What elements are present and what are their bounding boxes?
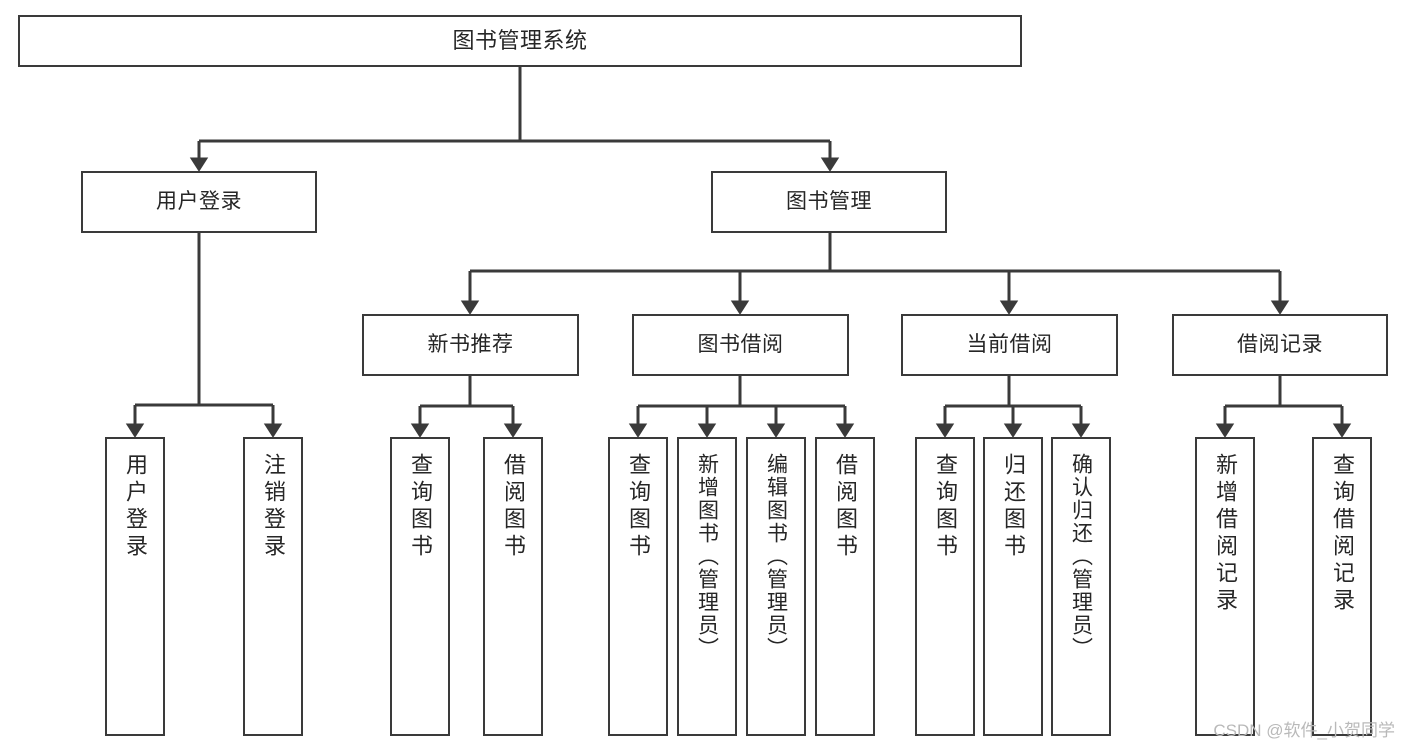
user-login-to-leaves-connectors [125,233,283,438]
node-label: 查询图书 [933,453,958,561]
node-leaf-query-borrow-record[interactable]: 查询借阅记录 [1312,437,1372,736]
node-root-book-management-system[interactable]: 图书管理系统 [18,15,1022,67]
current-borrow-to-leaves-connectors [935,376,1091,438]
node-label: 新增图书（管理员） [695,453,719,660]
book-borrow-to-leaves-connectors [628,376,855,438]
node-leaf-add-book-admin[interactable]: 新增图书（管理员） [677,437,737,736]
borrow-record-to-leaves-connectors [1215,376,1352,438]
node-label: 注销登录 [261,453,286,561]
node-label: 查询图书 [626,453,651,561]
node-label: 编辑图书（管理员） [764,453,788,660]
node-leaf-borrow-book[interactable]: 借阅图书 [815,437,875,736]
node-book-management[interactable]: 图书管理 [711,171,947,233]
node-user-login[interactable]: 用户登录 [81,171,317,233]
node-label: 新增借阅记录 [1213,453,1238,615]
node-leaf-user-login[interactable]: 用户登录 [105,437,165,736]
book-manage-to-level3-connectors [460,233,1290,315]
node-book-borrow[interactable]: 图书借阅 [632,314,849,376]
node-label: 查询借阅记录 [1330,453,1355,615]
node-label: 查询图书 [408,453,433,561]
node-leaf-edit-book-admin[interactable]: 编辑图书（管理员） [746,437,806,736]
node-current-borrow[interactable]: 当前借阅 [901,314,1118,376]
node-label: 用户登录 [123,453,148,561]
node-new-book-recommend[interactable]: 新书推荐 [362,314,579,376]
node-label: 当前借阅 [966,332,1053,356]
root-to-level2-connectors [189,67,840,172]
node-label: 借阅图书 [501,453,526,561]
watermark-text: CSDN @软件_小贺同学 [1213,721,1395,740]
node-leaf-add-borrow-record[interactable]: 新增借阅记录 [1195,437,1255,736]
node-leaf-query-book-borrow[interactable]: 查询图书 [608,437,668,736]
node-label: 图书管理 [786,189,872,213]
node-label: 归还图书 [1001,453,1026,561]
node-label: 图书借阅 [697,332,784,356]
node-leaf-query-book-current[interactable]: 查询图书 [915,437,975,736]
node-leaf-return-book[interactable]: 归还图书 [983,437,1043,736]
node-label: 图书管理系统 [452,28,588,54]
node-leaf-borrow-book-recommend[interactable]: 借阅图书 [483,437,543,736]
node-leaf-confirm-return-admin[interactable]: 确认归还（管理员） [1051,437,1111,736]
node-label: 新书推荐 [427,332,514,356]
node-label: 用户登录 [156,189,242,213]
node-label: 借阅记录 [1237,332,1323,356]
new-book-rec-to-leaves-connectors [410,376,523,438]
node-leaf-query-book-recommend[interactable]: 查询图书 [390,437,450,736]
node-borrow-record[interactable]: 借阅记录 [1172,314,1388,376]
node-label: 确认归还（管理员） [1069,453,1093,660]
node-label: 借阅图书 [833,453,858,561]
node-leaf-logout[interactable]: 注销登录 [243,437,303,736]
